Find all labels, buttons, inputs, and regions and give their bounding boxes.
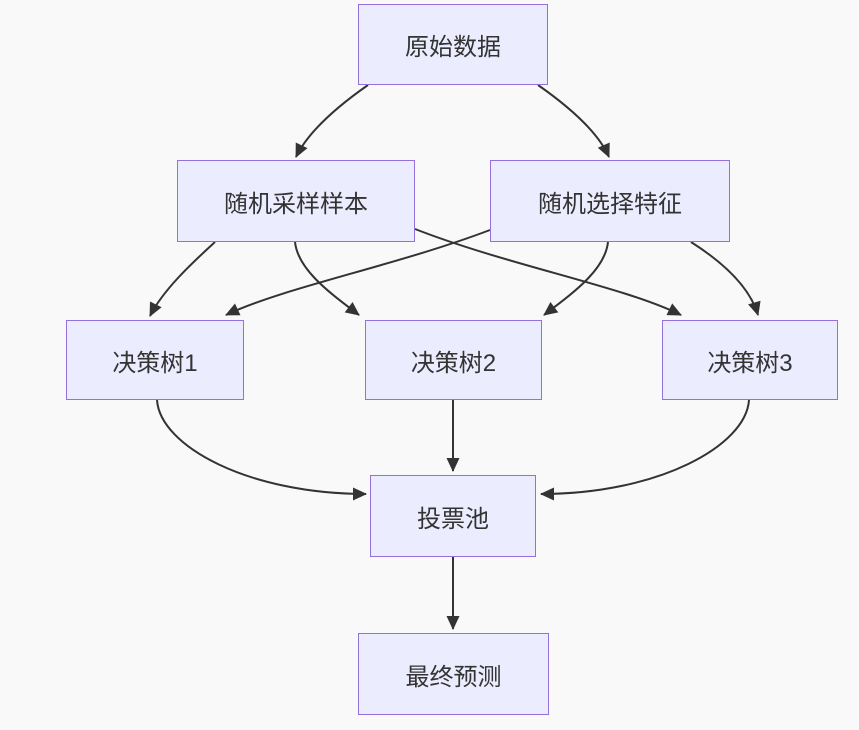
edge-feature-to-tree2: [543, 241, 609, 316]
node-label: 决策树1: [112, 349, 198, 377]
node-random-feature: 随机选择特征: [490, 160, 730, 242]
edge-feature-to-tree3: [690, 241, 761, 316]
node-decision-tree-3: 决策树3: [662, 320, 838, 400]
node-label: 投票池: [417, 505, 489, 533]
node-label: 随机采样样本: [224, 190, 368, 218]
edge-feature-to-tree1: [225, 229, 491, 316]
edge-tree1-to-pool: [156, 399, 367, 501]
node-original-data: 原始数据: [358, 4, 548, 85]
node-label: 原始数据: [405, 34, 501, 61]
edge-original-to-feature: [537, 84, 610, 158]
node-final-prediction: 最终预测: [358, 633, 549, 715]
edge-sample-to-tree2: [294, 241, 360, 316]
edge-sample-to-tree1: [149, 241, 216, 317]
node-decision-tree-1: 决策树1: [66, 320, 244, 400]
node-decision-tree-2: 决策树2: [365, 320, 542, 400]
edge-original-to-sample: [295, 84, 369, 158]
node-label: 决策树3: [707, 349, 793, 377]
node-random-sample: 随机采样样本: [177, 160, 415, 242]
node-label: 随机选择特征: [538, 190, 682, 218]
edge-tree3-to-pool: [540, 399, 750, 501]
node-label: 决策树2: [410, 349, 497, 377]
node-label: 最终预测: [405, 663, 502, 691]
node-voting-pool: 投票池: [370, 475, 536, 557]
